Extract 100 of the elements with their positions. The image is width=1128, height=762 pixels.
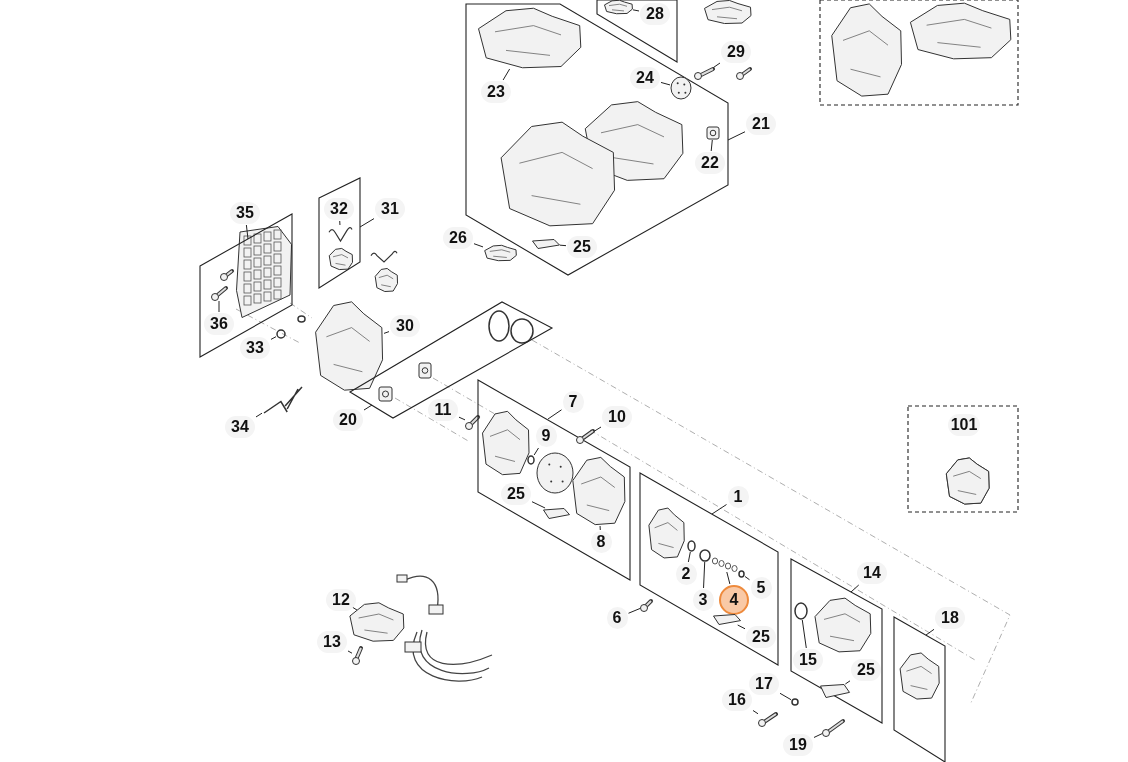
leader-line [632, 9, 640, 12]
leader-line [270, 336, 277, 340]
callout-number: 30 [390, 315, 420, 337]
callout-number: 3 [692, 589, 714, 611]
panel-outline [597, 0, 677, 62]
housing-drawing [312, 300, 384, 392]
screw-drawing [576, 430, 594, 444]
panel-outline [319, 178, 360, 288]
leader-line [218, 300, 220, 313]
callout-number: 14 [857, 562, 887, 584]
leader-line [660, 81, 671, 86]
callout-number: 7 [562, 391, 584, 413]
leader-line [779, 692, 792, 701]
leader-line [850, 584, 860, 593]
leader-line [339, 220, 341, 226]
leader-line [599, 525, 601, 531]
callout-number: 23 [481, 81, 511, 103]
ring-drawing [687, 540, 696, 552]
callout-number: 26 [443, 227, 473, 249]
leader-line [245, 224, 249, 240]
callout-number: 25 [851, 659, 881, 681]
dashed-panel [820, 0, 1018, 105]
callout-number: 25 [567, 236, 597, 258]
leader-line [458, 416, 466, 421]
callout-number: 6 [606, 607, 628, 629]
callout-number: 2 [675, 563, 697, 585]
callout-number: 36 [204, 313, 234, 335]
o-ring-drawing [712, 558, 738, 572]
callout-number: 25 [501, 483, 531, 505]
leader-line [255, 412, 263, 418]
callout-number: 101 [948, 414, 980, 436]
leader-line [844, 680, 851, 685]
leader-line [363, 404, 373, 411]
callout-number: 35 [230, 202, 260, 224]
leader-line [711, 504, 727, 515]
leader-line [593, 426, 602, 432]
callout-number: 5 [750, 577, 772, 599]
callout-number: 10 [602, 406, 632, 428]
callout-number: 25 [746, 626, 776, 648]
callout-number: 17 [749, 673, 779, 695]
callout-number: 34 [225, 416, 255, 438]
screw-drawing [822, 720, 844, 737]
screw-drawing [211, 287, 227, 301]
leader-line [712, 62, 721, 69]
leader-line [383, 331, 390, 334]
callout-number: 33 [240, 337, 270, 359]
leader-line [813, 733, 823, 738]
callout-number: 8 [590, 531, 612, 553]
panel-outline [466, 4, 728, 275]
leader-line [710, 139, 713, 152]
leader-line [801, 619, 807, 649]
callout-number: 31 [375, 198, 405, 220]
leader-line [347, 650, 353, 654]
callout-number: 11 [428, 399, 458, 421]
leader-line [744, 576, 750, 581]
leader-line [737, 624, 746, 630]
fan-cover-drawing [570, 456, 626, 526]
pad-drawing [532, 239, 560, 249]
leader-line [359, 218, 375, 228]
leader-line [533, 447, 539, 456]
callout-number: 9 [535, 425, 557, 447]
callout-number: 16 [722, 689, 752, 711]
cap-drawing [706, 126, 720, 140]
callout-number: 24 [630, 67, 660, 89]
leader-line [628, 608, 641, 614]
leader-line [726, 571, 731, 585]
callout-number: 19 [783, 734, 813, 756]
leader-line [925, 628, 935, 636]
callout-number: 20 [333, 409, 363, 431]
ring-drawing [527, 455, 535, 465]
leader-line [703, 561, 706, 589]
screw-drawing [640, 600, 652, 612]
ring-drawing [791, 698, 799, 706]
leader-line [531, 501, 546, 509]
callout-number: 28 [640, 3, 670, 25]
handle-part-drawing [603, 0, 633, 14]
callout-number: 29 [721, 41, 751, 63]
screw-drawing [758, 713, 777, 727]
spring-drawing [328, 225, 353, 243]
callout-number: 1 [727, 486, 749, 508]
ring-drawing [794, 602, 808, 620]
pad-drawing [713, 614, 741, 625]
callout-number: 4 [719, 585, 749, 615]
screw-drawing [465, 416, 479, 430]
leader-line [473, 243, 484, 248]
callout-number: 13 [317, 631, 347, 653]
screw-drawing [694, 68, 714, 80]
leader-line [752, 710, 759, 715]
panel-outline [640, 473, 778, 665]
leader-line [559, 244, 567, 247]
clip-drawing [262, 385, 304, 415]
callout-number: 32 [324, 198, 354, 220]
leader-line [547, 409, 562, 420]
ring-drawing [738, 570, 745, 578]
leader-line [502, 68, 511, 81]
disc-drawing [670, 76, 692, 100]
screw-drawing [352, 647, 362, 665]
callout-number: 22 [695, 152, 725, 174]
callout-number: 21 [746, 113, 776, 135]
callout-number: 12 [326, 589, 356, 611]
